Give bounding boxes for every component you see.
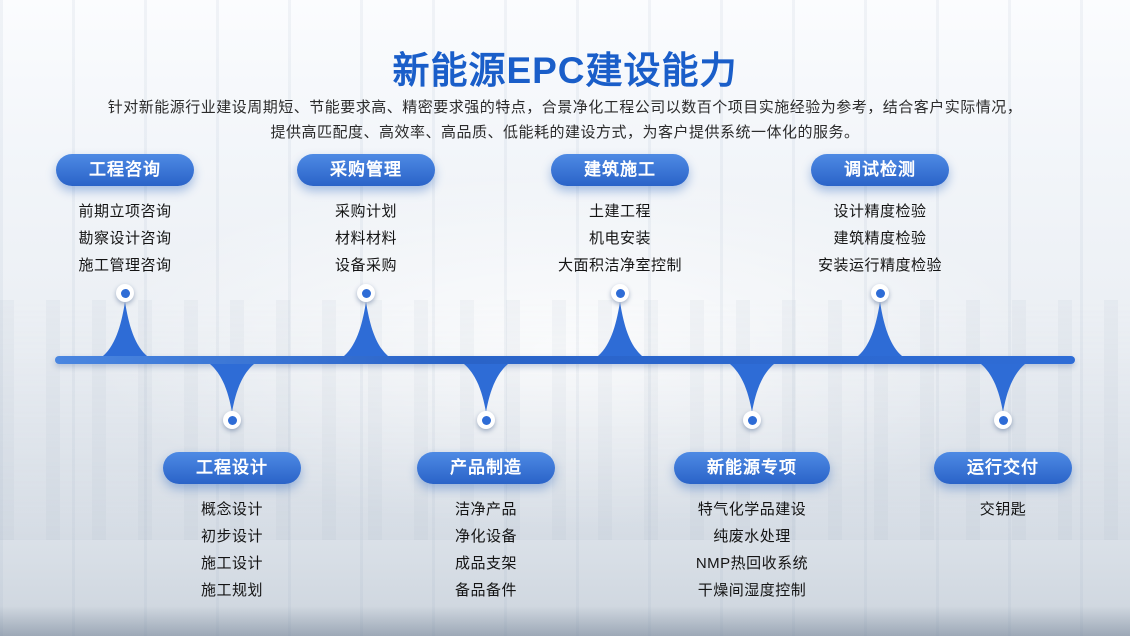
- list-item: 施工规划: [200, 582, 263, 599]
- timeline-dot: [611, 284, 629, 302]
- timeline-dot-core: [481, 415, 491, 425]
- list-item: 备品备件: [454, 582, 517, 599]
- list-item: 初步设计: [200, 528, 263, 545]
- group-product-manufacturing: 产品制造 洁净产品 净化设备 成品支架 备品备件: [366, 452, 606, 604]
- item-list: 交钥匙: [883, 496, 1123, 523]
- connector-up-icon: [344, 302, 388, 356]
- group-engineering-design: 工程设计 概念设计 初步设计 施工设计 施工规划: [112, 452, 352, 604]
- item-list: 特气化学品建设 纯废水处理 NMP热回收系统 干燥间湿度控制: [632, 496, 872, 604]
- list-item: 大面积洁净室控制: [557, 257, 682, 274]
- pill-operation-delivery: 运行交付: [934, 452, 1072, 484]
- timeline-bar: [55, 356, 1075, 364]
- timeline-dot-core: [747, 415, 757, 425]
- page-title: 新能源EPC建设能力: [392, 50, 738, 91]
- connector-down-icon: [464, 364, 508, 412]
- pill-commissioning-testing: 调试检测: [811, 154, 949, 186]
- group-operation-delivery: 运行交付 交钥匙: [883, 452, 1123, 523]
- item-list: 概念设计 初步设计 施工设计 施工规划: [112, 496, 352, 604]
- item-list: 洁净产品 净化设备 成品支架 备品备件: [366, 496, 606, 604]
- list-item: 特气化学品建设: [697, 501, 807, 518]
- pill-building-construction: 建筑施工: [551, 154, 689, 186]
- timeline-dot-core: [361, 288, 371, 298]
- timeline-dot: [223, 411, 241, 429]
- list-item: 勘察设计咨询: [78, 230, 172, 247]
- timeline-dot-core: [120, 288, 130, 298]
- connector-up-icon: [598, 302, 642, 356]
- background-machinery-band: [0, 300, 1130, 540]
- list-item: 纯废水处理: [713, 528, 791, 545]
- connector-down-icon: [730, 364, 774, 412]
- list-item: 建筑精度检验: [833, 230, 927, 247]
- connector-up-icon: [858, 302, 902, 356]
- list-item: 材料材料: [334, 230, 397, 247]
- group-commissioning-testing: 调试检测 设计精度检验 建筑精度检验 安装运行精度检验: [760, 154, 1000, 279]
- timeline-dot-core: [227, 415, 237, 425]
- list-item: 安装运行精度检验: [817, 257, 942, 274]
- list-item: 成品支架: [454, 555, 517, 572]
- item-list: 采购计划 材料材料 设备采购: [246, 198, 486, 279]
- list-item: 施工设计: [200, 555, 263, 572]
- list-item: 施工管理咨询: [78, 257, 172, 274]
- group-procurement-management: 采购管理 采购计划 材料材料 设备采购: [246, 154, 486, 279]
- timeline-dot: [477, 411, 495, 429]
- list-item: 交钥匙: [979, 501, 1027, 518]
- item-list: 土建工程 机电安装 大面积洁净室控制: [500, 198, 740, 279]
- pill-product-manufacturing: 产品制造: [417, 452, 555, 484]
- subtitle-line-2: 提供高匹配度、高效率、高品质、低能耗的建设方式，为客户提供系统一体化的服务。: [270, 124, 860, 141]
- timeline-dot-core: [998, 415, 1008, 425]
- item-list: 设计精度检验 建筑精度检验 安装运行精度检验: [760, 198, 1000, 279]
- pill-new-energy-special: 新能源专项: [674, 452, 830, 484]
- list-item: 设备采购: [334, 257, 397, 274]
- list-item: 净化设备: [454, 528, 517, 545]
- list-item: 干燥间湿度控制: [697, 582, 807, 599]
- pill-engineering-consulting: 工程咨询: [56, 154, 194, 186]
- list-item: 概念设计: [200, 501, 263, 518]
- timeline-dot-core: [615, 288, 625, 298]
- timeline-dot-core: [875, 288, 885, 298]
- list-item: 设计精度检验: [833, 203, 927, 220]
- timeline-dot: [116, 284, 134, 302]
- list-item: NMP热回收系统: [695, 555, 809, 572]
- timeline-dot: [871, 284, 889, 302]
- connector-up-icon: [103, 302, 147, 356]
- list-item: 采购计划: [334, 203, 397, 220]
- pill-procurement-management: 采购管理: [297, 154, 435, 186]
- timeline-dot: [743, 411, 761, 429]
- background-floor-shadow: [0, 606, 1130, 636]
- list-item: 机电安装: [588, 230, 651, 247]
- group-building-construction: 建筑施工 土建工程 机电安装 大面积洁净室控制: [500, 154, 740, 279]
- timeline-dot: [357, 284, 375, 302]
- pill-engineering-design: 工程设计: [163, 452, 301, 484]
- group-engineering-consulting: 工程咨询 前期立项咨询 勘察设计咨询 施工管理咨询: [5, 154, 245, 279]
- timeline-dot: [994, 411, 1012, 429]
- list-item: 前期立项咨询: [78, 203, 172, 220]
- list-item: 土建工程: [588, 203, 651, 220]
- connector-down-icon: [210, 364, 254, 412]
- group-new-energy-special: 新能源专项 特气化学品建设 纯废水处理 NMP热回收系统 干燥间湿度控制: [632, 452, 872, 604]
- item-list: 前期立项咨询 勘察设计咨询 施工管理咨询: [5, 198, 245, 279]
- subtitle-line-1: 针对新能源行业建设周期短、节能要求高、精密要求强的特点，合景净化工程公司以数百个…: [107, 99, 1023, 116]
- connector-down-icon: [981, 364, 1025, 412]
- list-item: 洁净产品: [454, 501, 517, 518]
